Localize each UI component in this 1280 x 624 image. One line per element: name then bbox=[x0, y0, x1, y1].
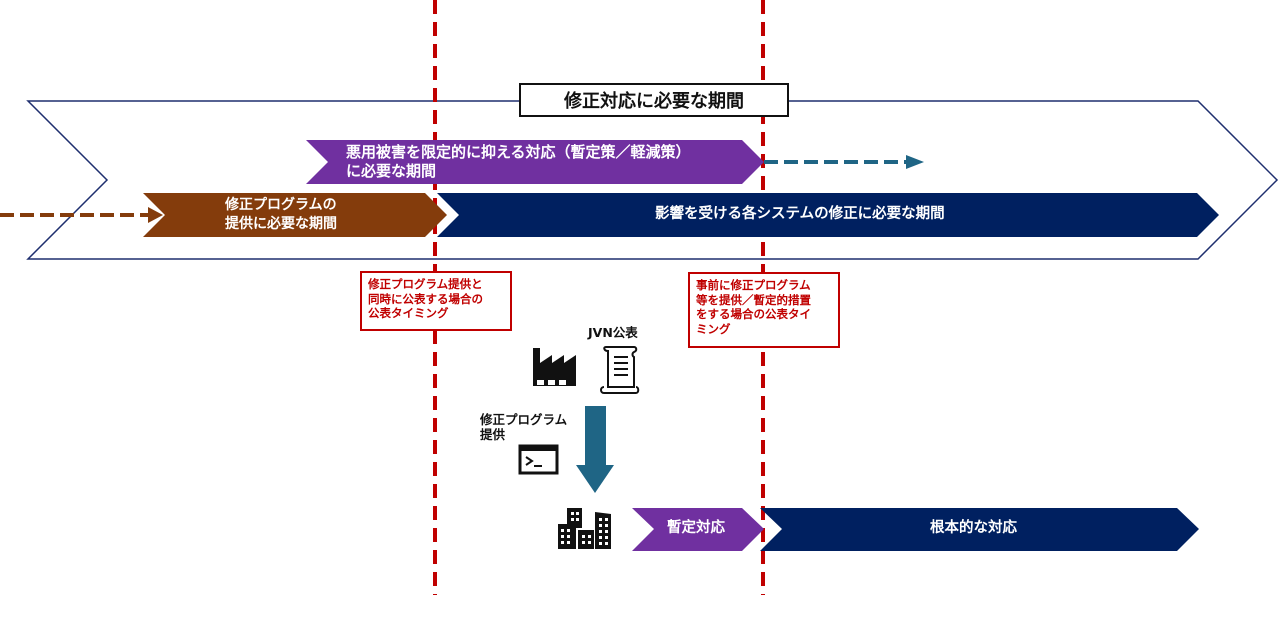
mitigation-band bbox=[306, 140, 764, 184]
mitigation-band-label-line2: に必要な期間 bbox=[346, 162, 437, 180]
factory-icon bbox=[533, 348, 576, 386]
patch-supply-band bbox=[143, 193, 447, 237]
system-fix-band bbox=[437, 193, 1219, 237]
callout-left-line: 同時に公表する場合の bbox=[368, 291, 483, 306]
patch-supply-lead-arrowhead bbox=[148, 207, 163, 223]
jvn-publication-label: JVN公表 bbox=[588, 325, 638, 340]
callout-right-line: 等を提供／暫定的措置 bbox=[696, 292, 811, 307]
mitigation-band-label-line1: 悪用被害を限定的に抑える対応（暫定策／軽減策） bbox=[346, 143, 691, 161]
scroll-document-icon bbox=[600, 346, 640, 394]
patch-flow-arrow-head bbox=[576, 465, 614, 493]
terminal-window-icon bbox=[518, 444, 559, 475]
interim-response-band bbox=[632, 508, 764, 551]
mitigation-continuation-arrowhead bbox=[906, 155, 924, 169]
patch-provision-label: 修正プログラム 提供 bbox=[480, 412, 567, 442]
callout-right-line: をする場合の公表タイ bbox=[696, 307, 811, 321]
patch-supply-band-label-line1: 修正プログラムの bbox=[225, 197, 337, 213]
period-title: 修正対応に必要な期間 bbox=[519, 83, 789, 117]
fundamental-response-label: 根本的な対応 bbox=[930, 520, 1017, 536]
patch-provision-label-line2: 提供 bbox=[480, 427, 506, 442]
interim-response-label: 暫定対応 bbox=[667, 520, 725, 536]
callout-left-line: 修正プログラム提供と bbox=[368, 277, 483, 291]
callout-left-line: 公表タイミング bbox=[368, 306, 449, 320]
system-fix-band-label: 影響を受ける各システムの修正に必要な期間 bbox=[655, 206, 945, 222]
patch-supply-band-label-line2: 提供に必要な期間 bbox=[225, 216, 337, 232]
callout-publish-with-patch: 修正プログラム提供と 同時に公表する場合の 公表タイミング bbox=[360, 271, 512, 331]
callout-publish-with-advance-patch: 事前に修正プログラム 等を提供／暫定的措置 をする場合の公表タイ ミング bbox=[688, 272, 840, 348]
callout-right-line: 事前に修正プログラム bbox=[696, 278, 811, 292]
buildings-icon bbox=[558, 508, 611, 549]
mitigation-band-label: 悪用被害を限定的に抑える対応（暫定策／軽減策） に必要な期間 bbox=[346, 143, 691, 181]
callout-right-line: ミング bbox=[696, 321, 731, 336]
fundamental-response-band bbox=[760, 508, 1199, 551]
patch-provision-label-line1: 修正プログラム bbox=[480, 412, 568, 427]
patch-flow-arrow-shaft bbox=[585, 406, 606, 466]
patch-supply-band-label: 修正プログラムの 提供に必要な期間 bbox=[225, 196, 337, 234]
